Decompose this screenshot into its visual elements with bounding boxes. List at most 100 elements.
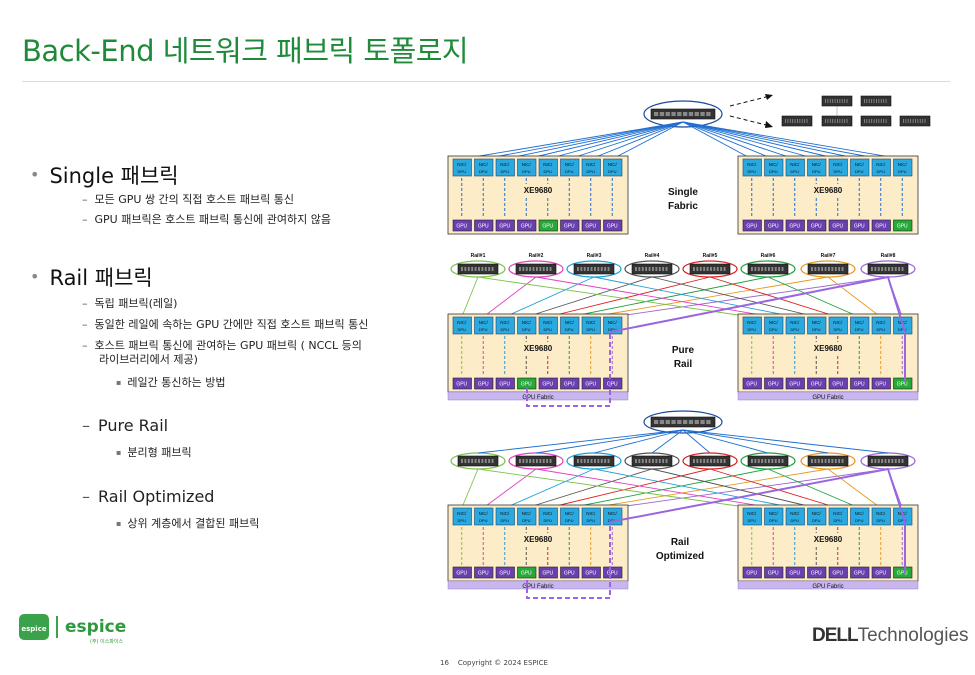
- nic-label: NIC/: [522, 162, 532, 167]
- gpu-label: GPU: [832, 571, 843, 577]
- nic-dpu: [742, 507, 762, 526]
- switch-port: [659, 112, 665, 116]
- nic-sub-label: DPU: [587, 169, 596, 174]
- nic-sub-label: DPU: [522, 327, 531, 332]
- nic-sub-label: DPU: [834, 327, 843, 332]
- nic-dpu: [581, 507, 601, 526]
- switch-port: [864, 99, 865, 103]
- single-fabric-link: [483, 121, 684, 160]
- switch-port: [607, 267, 610, 271]
- espice-logo-graphic: espice espice (주) 이스파이스: [19, 614, 126, 645]
- nic-sub-label: DPU: [458, 169, 467, 174]
- nic-dpu: [785, 316, 805, 335]
- nic-dpu: [474, 158, 494, 177]
- gpu-label: GPU: [607, 571, 618, 577]
- gpu-fabric-bar: [447, 580, 629, 590]
- gpu-label: GPU: [789, 571, 800, 577]
- bullet-single-heading: •Single 패브릭: [30, 164, 179, 188]
- switch-port: [577, 459, 579, 463]
- arrow-head: [765, 121, 773, 128]
- switch-port: [841, 99, 843, 103]
- switch-port: [919, 119, 921, 123]
- nic-sub-label: DPU: [479, 327, 488, 332]
- rail-optimized-sub: ▪상위 계층에서 결합된 패브릭: [116, 517, 260, 530]
- gpu-label: GPU: [875, 571, 886, 577]
- switch-port: [754, 459, 757, 463]
- switch-port: [885, 119, 887, 123]
- switch-port: [683, 112, 688, 116]
- switch-port: [910, 119, 912, 123]
- rail-item-1: –독립 패브릭(레일): [82, 297, 178, 310]
- switch-port: [811, 267, 813, 271]
- gpu-label: GPU: [854, 571, 865, 577]
- server-model-label: XE9680: [814, 186, 843, 195]
- nic-label: NIC/: [747, 162, 757, 167]
- switch-port: [662, 267, 665, 271]
- switch-port: [881, 267, 884, 271]
- switch-port: [696, 459, 699, 463]
- switch-port: [754, 267, 757, 271]
- nic-sub-label: DPU: [769, 169, 778, 174]
- rail-label: Rail#6: [761, 253, 776, 259]
- optimized-rail-link: [612, 468, 889, 509]
- nic-label: NIC/: [565, 320, 575, 325]
- gpu: [871, 566, 891, 579]
- switch-port: [884, 459, 887, 463]
- switch-port: [654, 112, 659, 116]
- nic-sub-label: DPU: [522, 518, 531, 523]
- switch-port: [461, 459, 463, 463]
- switch-port: [907, 119, 909, 123]
- switch-port: [654, 420, 659, 424]
- server-model-label: XE9680: [814, 535, 843, 544]
- nic-label: NIC/: [479, 162, 489, 167]
- single-fabric-link: [682, 121, 774, 160]
- gpu-fabric-label: GPU Fabric: [522, 584, 553, 590]
- gpu: [538, 219, 558, 232]
- gpu: [495, 219, 515, 232]
- switch-port: [478, 267, 480, 271]
- nic-dpu: [538, 507, 558, 526]
- switch-port: [710, 267, 712, 271]
- nic-dpu: [495, 158, 515, 177]
- nic-dpu: [538, 316, 558, 335]
- switch-port: [529, 459, 532, 463]
- switch-port: [838, 459, 841, 463]
- switch-port: [662, 459, 665, 463]
- switch-port: [846, 119, 848, 123]
- gpu-label: GPU: [521, 571, 532, 577]
- switch-port: [699, 267, 702, 271]
- switch-port: [491, 267, 494, 271]
- spine-link: [682, 429, 769, 454]
- switch-port: [801, 119, 803, 123]
- spine-link: [477, 429, 684, 454]
- nic-sub-label: DPU: [769, 518, 778, 523]
- gpu-label: GPU: [746, 571, 757, 577]
- server-model-label: XE9680: [524, 535, 553, 544]
- gpu: [785, 219, 805, 232]
- rail-link: [651, 276, 817, 318]
- switch-port: [838, 267, 841, 271]
- nic-dpu: [785, 507, 805, 526]
- switch-port: [821, 267, 824, 271]
- nic-label: NIC/: [747, 320, 757, 325]
- gpu: [474, 377, 494, 390]
- nic-label: NIC/: [898, 162, 908, 167]
- switch-port: [901, 267, 904, 271]
- switch-port: [757, 459, 760, 463]
- switch-port: [827, 119, 829, 123]
- server-model-label: XE9680: [524, 344, 553, 353]
- switch-port: [888, 459, 890, 463]
- switch-port: [549, 267, 552, 271]
- logo-sub: (주) 이스파이스: [90, 638, 123, 645]
- nic-sub-label: DPU: [544, 169, 553, 174]
- nic-label: NIC/: [500, 162, 510, 167]
- switch-port: [881, 459, 884, 463]
- nic-label: NIC/: [608, 511, 618, 516]
- switch-port: [655, 267, 658, 271]
- gpu: [785, 566, 805, 579]
- switch-port: [868, 119, 870, 123]
- nic-sub-label: DPU: [898, 169, 907, 174]
- pure-label-2: Rail: [674, 359, 693, 370]
- logo-badge-text: espice: [21, 625, 46, 633]
- nic-dpu: [828, 316, 848, 335]
